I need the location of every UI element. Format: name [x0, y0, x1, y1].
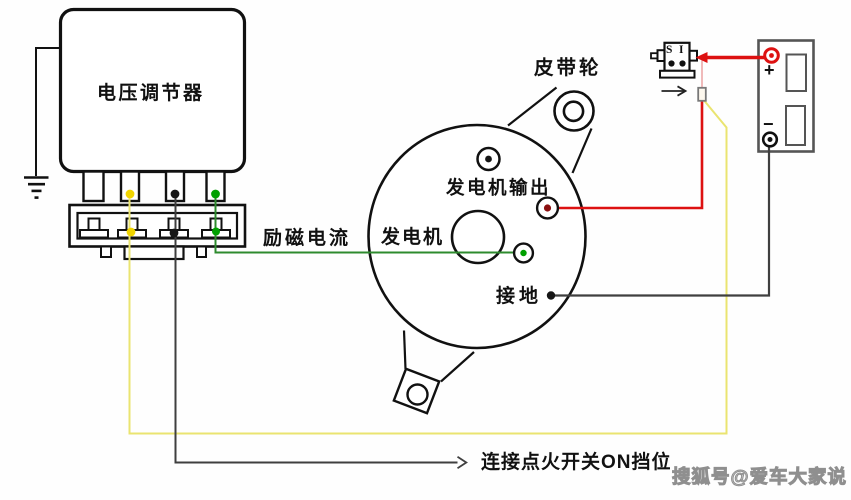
ignition-arrow-head — [457, 456, 468, 469]
terminal-4-dot-green — [212, 227, 220, 236]
battery-cell-bottom — [785, 105, 806, 146]
battery-minus-label: − — [763, 114, 774, 134]
excitation-terminal-dot — [520, 249, 527, 257]
excitation-current-label: 励磁电流 — [263, 228, 352, 249]
mount-bracket-line-left — [402, 330, 407, 370]
battery-cell-top — [785, 53, 807, 92]
wire-output-red — [557, 100, 704, 210]
ground-lead-wire — [35, 47, 61, 176]
regulator-pins — [82, 170, 226, 203]
switch-base — [659, 69, 696, 79]
switch-body — [663, 41, 691, 72]
terminal-1-stem — [87, 217, 101, 232]
pulley-inner — [562, 100, 585, 123]
pin-4-dot-green — [211, 189, 220, 199]
connector-tab-middle — [123, 245, 185, 261]
wire-ignition-yellow — [128, 100, 728, 435]
wire-ground-black — [553, 146, 771, 297]
generator-terminals — [512, 196, 560, 300]
pulley-bracket-line-right — [571, 128, 593, 174]
switch-terminal-s-label: S — [666, 44, 673, 56]
pin-dots — [125, 189, 220, 238]
pulley-bracket-line-left — [507, 86, 558, 127]
switch-dot-i — [679, 60, 686, 67]
output-terminal-dot — [543, 204, 552, 212]
top-bolt-dot — [485, 155, 492, 163]
mount-bracket-line-right — [440, 351, 475, 383]
pin-3-dot-black — [170, 189, 180, 199]
mounting-bracket — [392, 367, 441, 415]
terminal-1-bar — [79, 229, 109, 239]
switch-block — [650, 41, 698, 79]
pin-2-dot-yellow — [125, 189, 135, 199]
generator-output-label: 发电机输出 — [446, 177, 552, 198]
ground-label: 接地 — [496, 286, 543, 307]
generator-face — [450, 146, 506, 265]
fuse-arrow-head — [677, 85, 688, 97]
terminal-3-dot-black — [169, 228, 179, 238]
battery-minus-terminal-dot — [767, 137, 773, 142]
connector-tab-left — [100, 245, 112, 258]
battery-terminals — [761, 47, 780, 148]
ground-terminal-dot — [546, 291, 556, 300]
fuse-arrow — [661, 85, 688, 97]
pulley — [553, 90, 595, 132]
mount-bracket-hole — [406, 383, 429, 406]
pulley-label: 皮带轮 — [534, 57, 602, 79]
red-arrow-head — [695, 52, 708, 63]
switch-terminal-i-label: I — [679, 44, 684, 56]
watermark-text: 搜狐号@爱车大家说 — [671, 466, 848, 488]
switch-dot-s — [668, 60, 675, 67]
switch-right-tab — [688, 49, 698, 62]
wire-ignition-signal-black — [174, 194, 458, 464]
ignition-note-label: 连接点火开关ON挡位 — [481, 452, 672, 473]
fuse — [697, 86, 707, 102]
voltage-regulator-box — [58, 7, 247, 174]
pin-1 — [82, 170, 105, 203]
voltage-regulator-label: 电压调节器 — [97, 83, 205, 104]
battery-plus-terminal-dot — [769, 53, 774, 58]
connector-tab-right — [196, 245, 207, 258]
generator-label: 发电机 — [381, 227, 445, 248]
wire-excitation-green — [214, 194, 523, 254]
chassis-ground-symbol — [24, 47, 61, 199]
battery-plus-label: + — [764, 60, 775, 80]
terminal-2-dot-yellow — [126, 227, 136, 237]
shaft-circle — [450, 209, 506, 265]
